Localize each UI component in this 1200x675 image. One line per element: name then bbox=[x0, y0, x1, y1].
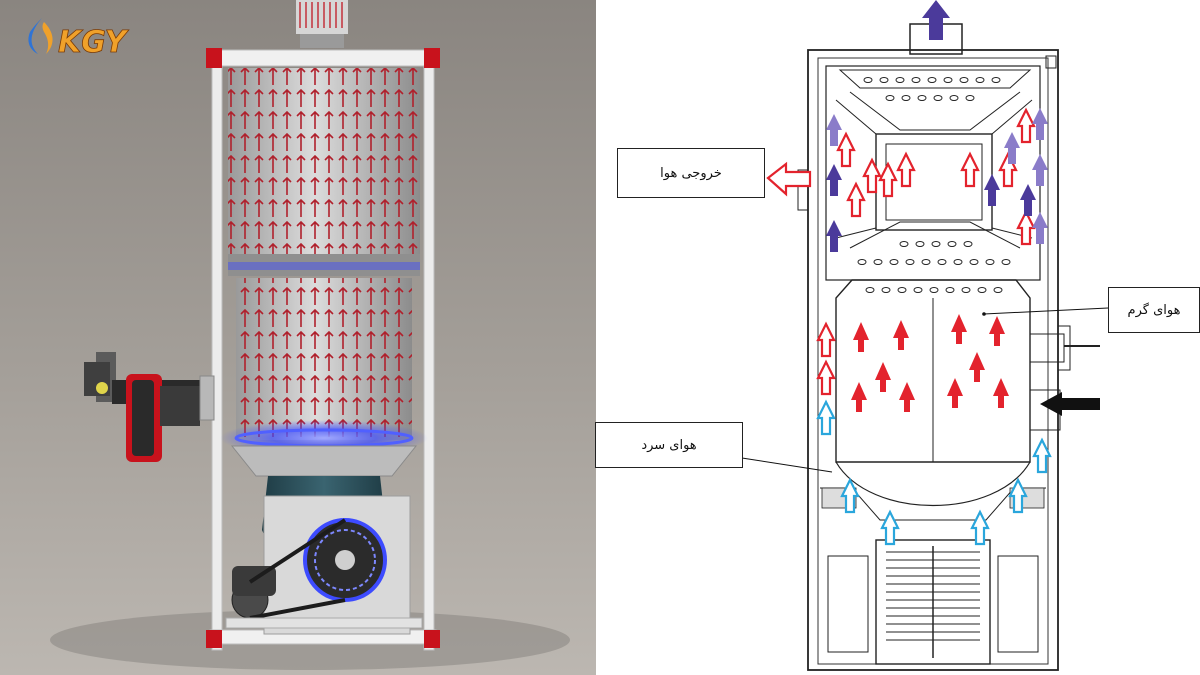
burner-motor bbox=[132, 380, 154, 456]
frame-corner-bl bbox=[206, 630, 222, 648]
lower-dome bbox=[849, 221, 1021, 249]
burner-unit bbox=[84, 352, 215, 462]
fuel-inlet-arrow bbox=[1040, 392, 1100, 416]
hot-air-leader-dot bbox=[982, 312, 986, 316]
cold-air-leader bbox=[741, 457, 833, 473]
label-hot-air-text: هوای گرم bbox=[1127, 302, 1181, 318]
burner-port-upper-flange bbox=[1057, 325, 1071, 371]
logo-drop-blue bbox=[28, 18, 42, 54]
top-plenum bbox=[838, 69, 1032, 89]
exhaust-light-arrows bbox=[826, 108, 1048, 244]
diagonal-struts bbox=[835, 99, 1033, 239]
hot-air-outline-arrows bbox=[816, 107, 1036, 396]
kgy-logo: KGY bbox=[28, 18, 130, 60]
label-hot-air: هوای گرم bbox=[1108, 287, 1200, 333]
air-funnel bbox=[230, 445, 418, 477]
side-vent-left bbox=[797, 169, 809, 211]
burner-indicator bbox=[96, 382, 108, 394]
burner-port-upper bbox=[1029, 333, 1065, 363]
perforations-mid bbox=[857, 241, 1011, 293]
combustion-chamber-fins bbox=[236, 278, 412, 440]
frame-post-right bbox=[423, 49, 435, 651]
drive-belt bbox=[248, 518, 347, 620]
burner-fan bbox=[160, 386, 200, 426]
fan-hub bbox=[335, 550, 355, 570]
burner-flange bbox=[199, 375, 215, 421]
hot-air-leader bbox=[983, 307, 1109, 315]
air-outlet-arrow bbox=[766, 161, 812, 197]
chimney-pipe bbox=[296, 0, 348, 34]
photo-panel: KGY bbox=[0, 0, 596, 675]
fan-blades bbox=[314, 529, 376, 591]
exhaust-arrows bbox=[826, 164, 1036, 252]
label-air-outlet: خروجی هوا bbox=[617, 148, 765, 198]
base-rail bbox=[225, 617, 423, 629]
label-cold-air: هوای سرد bbox=[595, 422, 743, 468]
casing-tab-tr bbox=[1045, 55, 1057, 69]
frame-post-left bbox=[211, 49, 223, 651]
frame-corner-br bbox=[424, 630, 440, 648]
perforations-top bbox=[863, 77, 1001, 101]
schematic-panel bbox=[596, 0, 1200, 675]
exchanger-ring bbox=[228, 254, 420, 276]
hot-air-arrows bbox=[851, 314, 1009, 412]
logo-flame-orange bbox=[42, 22, 53, 54]
combustion-bottom-curve bbox=[835, 461, 1031, 506]
frame-corner-tr bbox=[424, 48, 440, 68]
motor-block bbox=[827, 555, 869, 653]
exhaust-arrow-top bbox=[922, 0, 950, 40]
frame-top bbox=[209, 49, 437, 67]
exchanger-glow bbox=[228, 262, 420, 270]
frame-corner-tl bbox=[206, 48, 222, 68]
logo-text: KGY bbox=[58, 25, 130, 60]
blower-housing bbox=[875, 539, 991, 665]
chimney-fins bbox=[299, 2, 343, 28]
side-block bbox=[997, 555, 1039, 653]
label-air-outlet-text: خروجی هوا bbox=[660, 165, 722, 181]
upper-exchanger-fins bbox=[228, 68, 420, 258]
label-cold-air-text: هوای سرد bbox=[641, 437, 697, 453]
upper-dome bbox=[849, 91, 1021, 131]
chimney-collar bbox=[300, 34, 344, 48]
cold-air-arrows bbox=[816, 399, 1052, 546]
